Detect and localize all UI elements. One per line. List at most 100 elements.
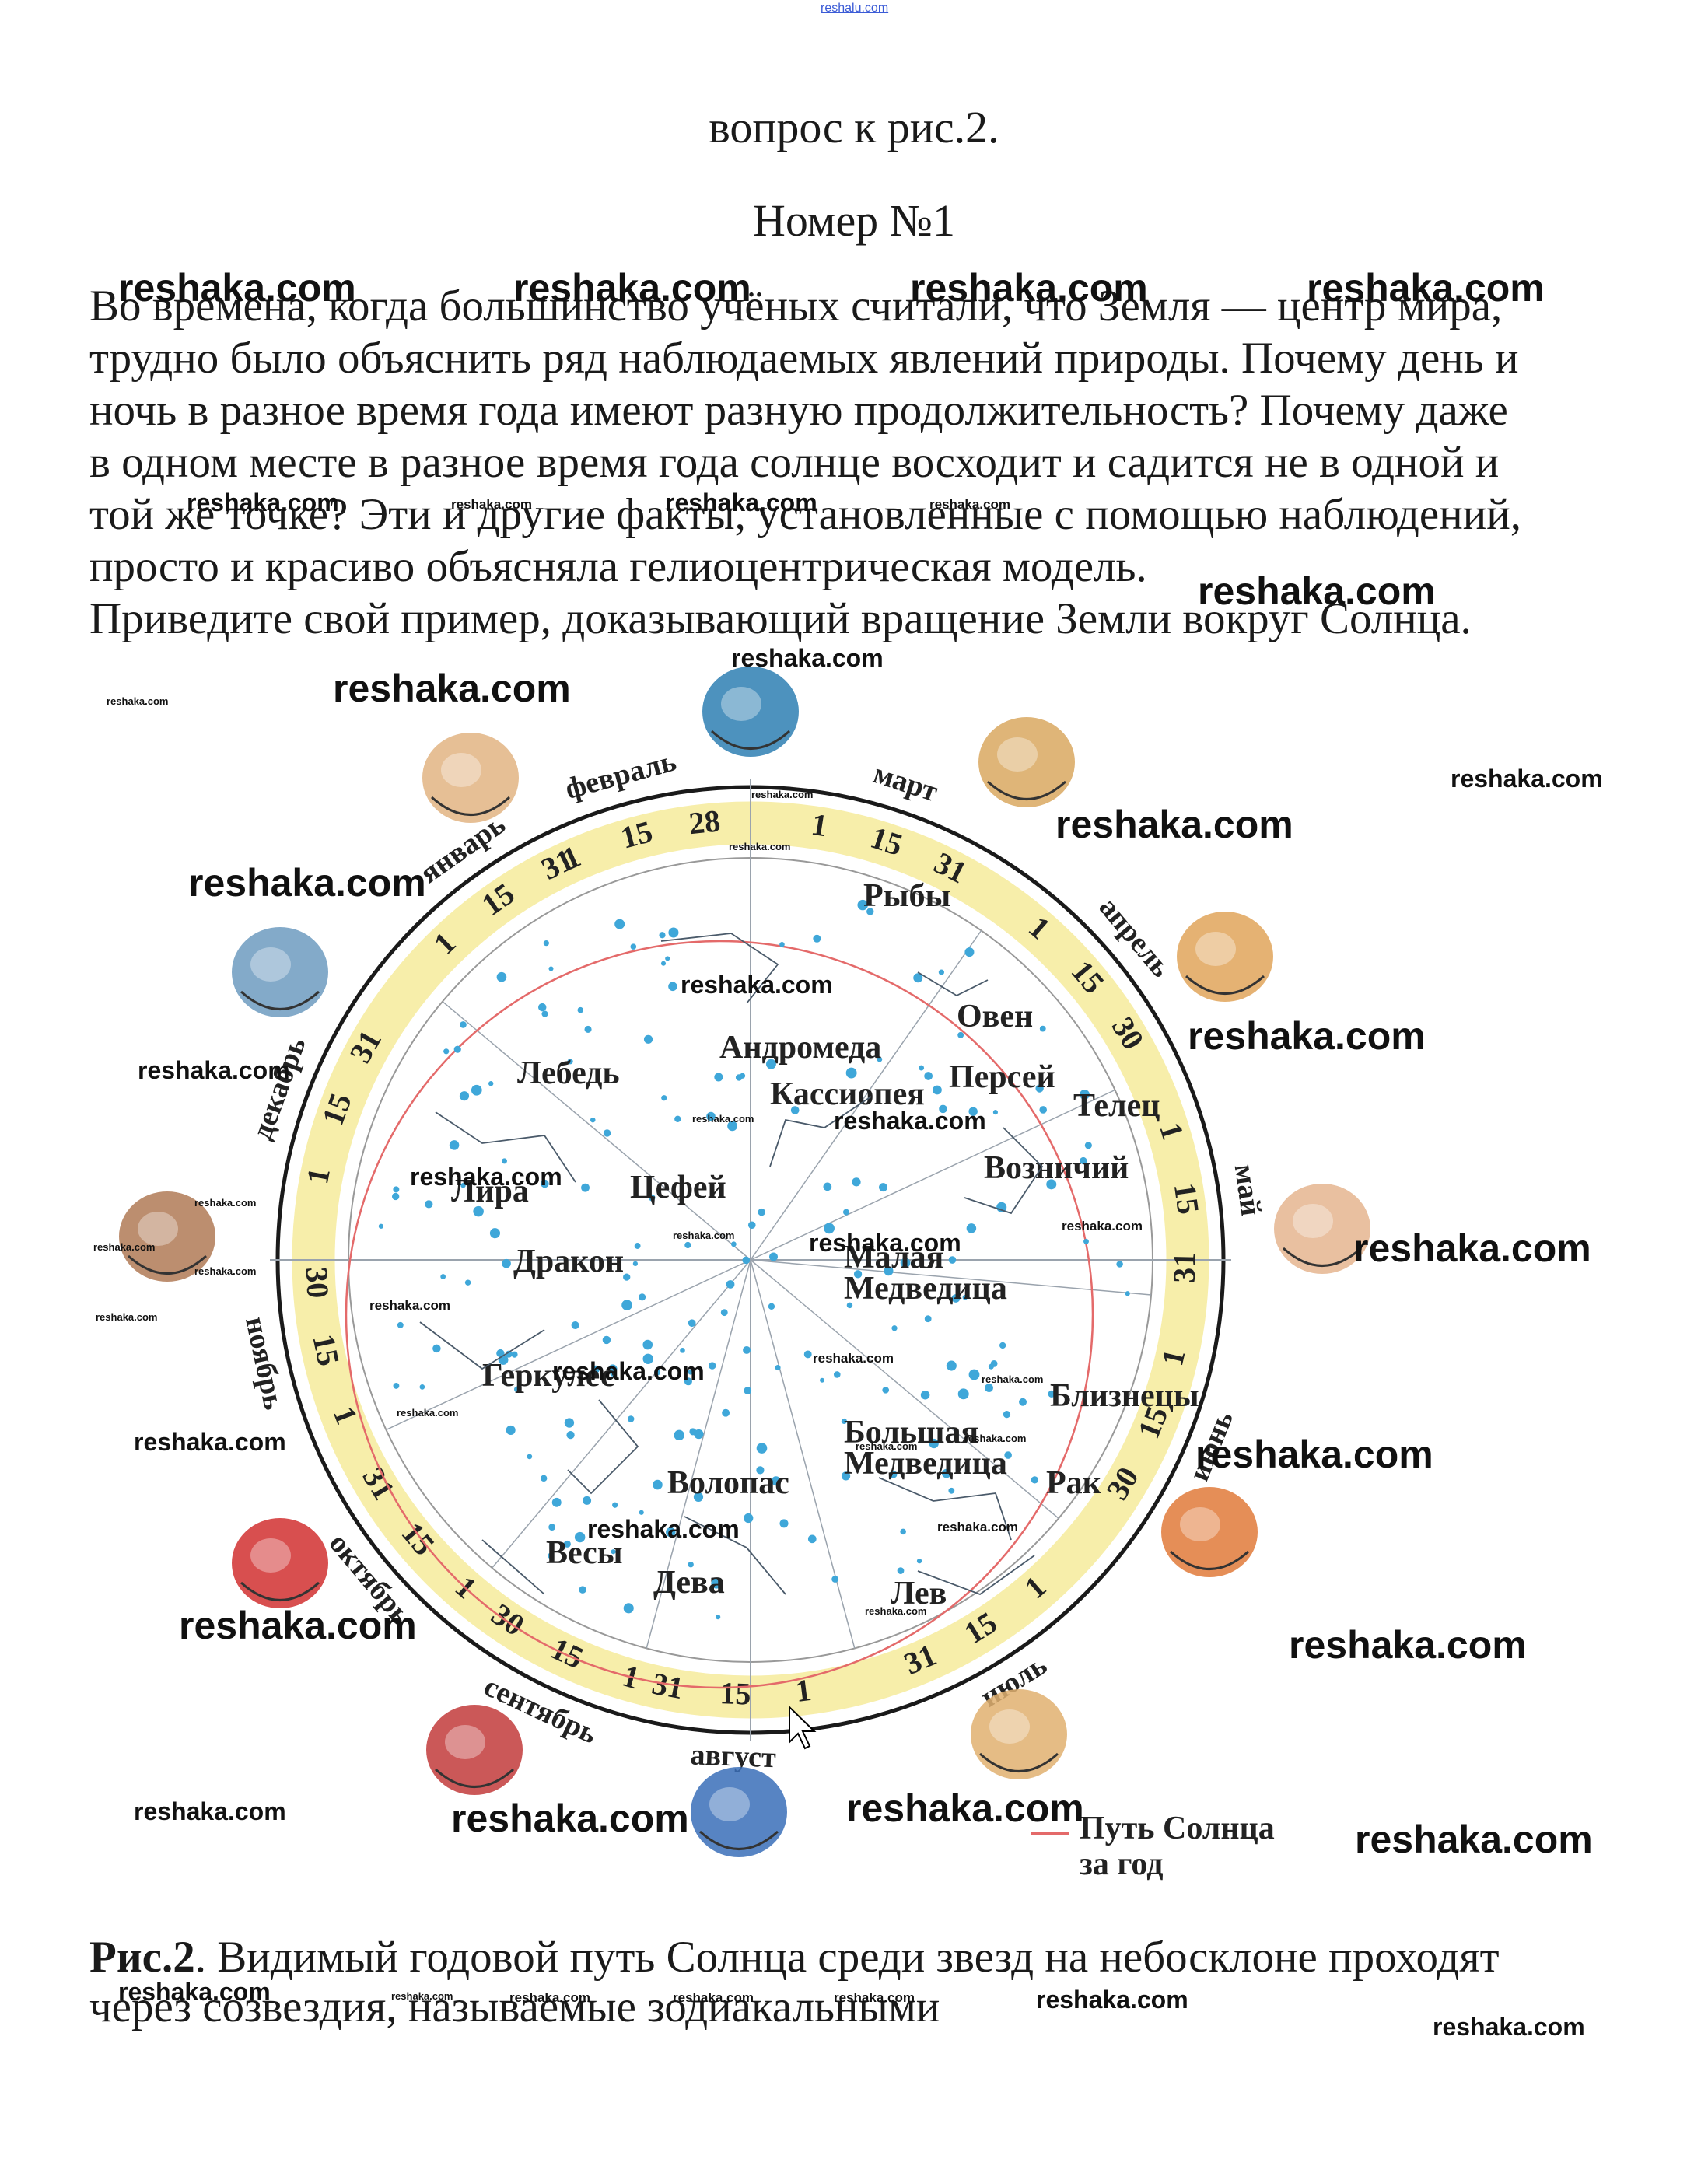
aries-icon (978, 717, 1075, 807)
watermark: reshaka.com (834, 1990, 915, 2005)
star (768, 1303, 775, 1310)
constellation-line (660, 933, 779, 1004)
star (397, 1321, 404, 1328)
watermark: reshaka.com (729, 841, 791, 852)
watermark: reshaka.com (1353, 1226, 1591, 1270)
star (548, 966, 554, 971)
watermark: reshaka.com (673, 1990, 754, 2005)
watermark: reshaka.com (509, 1990, 590, 2005)
figure-caption: Рис.2. Видимый годовой путь Солнца среди… (89, 1933, 1629, 2032)
constellation-label: Кассиопея (770, 1076, 925, 1112)
star (1046, 1179, 1057, 1190)
libra-icon (426, 1705, 523, 1795)
star (853, 1270, 863, 1279)
star (813, 934, 821, 943)
star (489, 1228, 501, 1239)
star (653, 1479, 663, 1490)
star (831, 1576, 839, 1583)
constellation-label: Весы (546, 1535, 623, 1571)
star (506, 1425, 516, 1435)
constellation-label: Рыбы (863, 878, 950, 914)
star (722, 1408, 730, 1417)
page-heading: вопрос к рис.2. (709, 102, 999, 152)
constellation-label: Овен (957, 999, 1033, 1034)
star (665, 956, 670, 961)
star (766, 1059, 776, 1069)
star (674, 1115, 681, 1123)
watermark: reshaka.com (194, 1197, 257, 1209)
star (743, 1345, 751, 1354)
star (716, 1615, 721, 1620)
constellation-line (684, 1516, 786, 1595)
watermark: reshaka.com (1451, 765, 1603, 793)
star (1035, 1084, 1044, 1093)
star (824, 1223, 835, 1234)
star (841, 1471, 851, 1481)
taurus-icon (1177, 912, 1273, 1002)
star (1084, 1142, 1092, 1149)
star (378, 1223, 384, 1229)
day-tick-label: 30 (299, 1266, 336, 1299)
watermark: reshaka.com (1307, 266, 1545, 310)
star (1048, 1390, 1055, 1398)
star (391, 1192, 400, 1201)
star (916, 1558, 922, 1564)
star (621, 1300, 632, 1310)
star (674, 1429, 684, 1441)
star (684, 1377, 692, 1386)
star (771, 1476, 781, 1486)
star (992, 1110, 998, 1115)
star (744, 1513, 754, 1524)
site-url-link[interactable]: reshalu.com (821, 2, 889, 15)
star (803, 1350, 812, 1359)
star (541, 1179, 549, 1188)
star (511, 1351, 518, 1358)
star (924, 1315, 932, 1323)
star (1083, 1238, 1089, 1244)
task-number: Номер №1 (752, 195, 956, 246)
star (866, 908, 874, 915)
star (502, 1158, 507, 1164)
constellation-line (878, 1477, 1012, 1541)
star (756, 1466, 765, 1475)
watermark: reshaka.com (1055, 803, 1293, 846)
day-tick-label: 28 (688, 803, 722, 841)
watermark: reshaka.com (1289, 1623, 1527, 1667)
star (432, 1344, 441, 1353)
star (659, 932, 666, 939)
star (505, 1350, 513, 1358)
star (464, 1279, 471, 1286)
star (942, 1468, 951, 1478)
star (948, 1256, 957, 1264)
watermark: reshaka.com (397, 1407, 459, 1419)
constellation-label: Цефей (630, 1170, 726, 1205)
watermark: reshaka.com (1036, 1986, 1188, 2014)
star (459, 1091, 470, 1101)
star (807, 1534, 817, 1544)
constellation-line (435, 1111, 576, 1183)
meridian-line (386, 1259, 751, 1431)
watermark: reshaka.com (834, 1107, 986, 1135)
watermark: reshaka.com (673, 1230, 735, 1241)
star (643, 1034, 653, 1044)
star (660, 961, 667, 966)
star (551, 1497, 562, 1507)
star (453, 1045, 461, 1053)
watermark: reshaka.com (188, 861, 426, 905)
star (957, 1031, 964, 1038)
aquarius-icon (422, 733, 519, 823)
star (882, 1387, 890, 1394)
star (852, 1177, 861, 1187)
sun-path-legend-swatch (1031, 1832, 1069, 1835)
constellation-label: Возничий (984, 1150, 1129, 1186)
sun-path-legend-label: Путь Солнца за год (1080, 1811, 1275, 1882)
constellation-line (917, 1555, 1035, 1596)
constellation-label: Близнецы (1050, 1378, 1199, 1414)
constellation-label: Лира (451, 1174, 529, 1209)
star (648, 1194, 656, 1202)
star (642, 1339, 653, 1350)
star (642, 1353, 653, 1364)
star (488, 1081, 494, 1086)
